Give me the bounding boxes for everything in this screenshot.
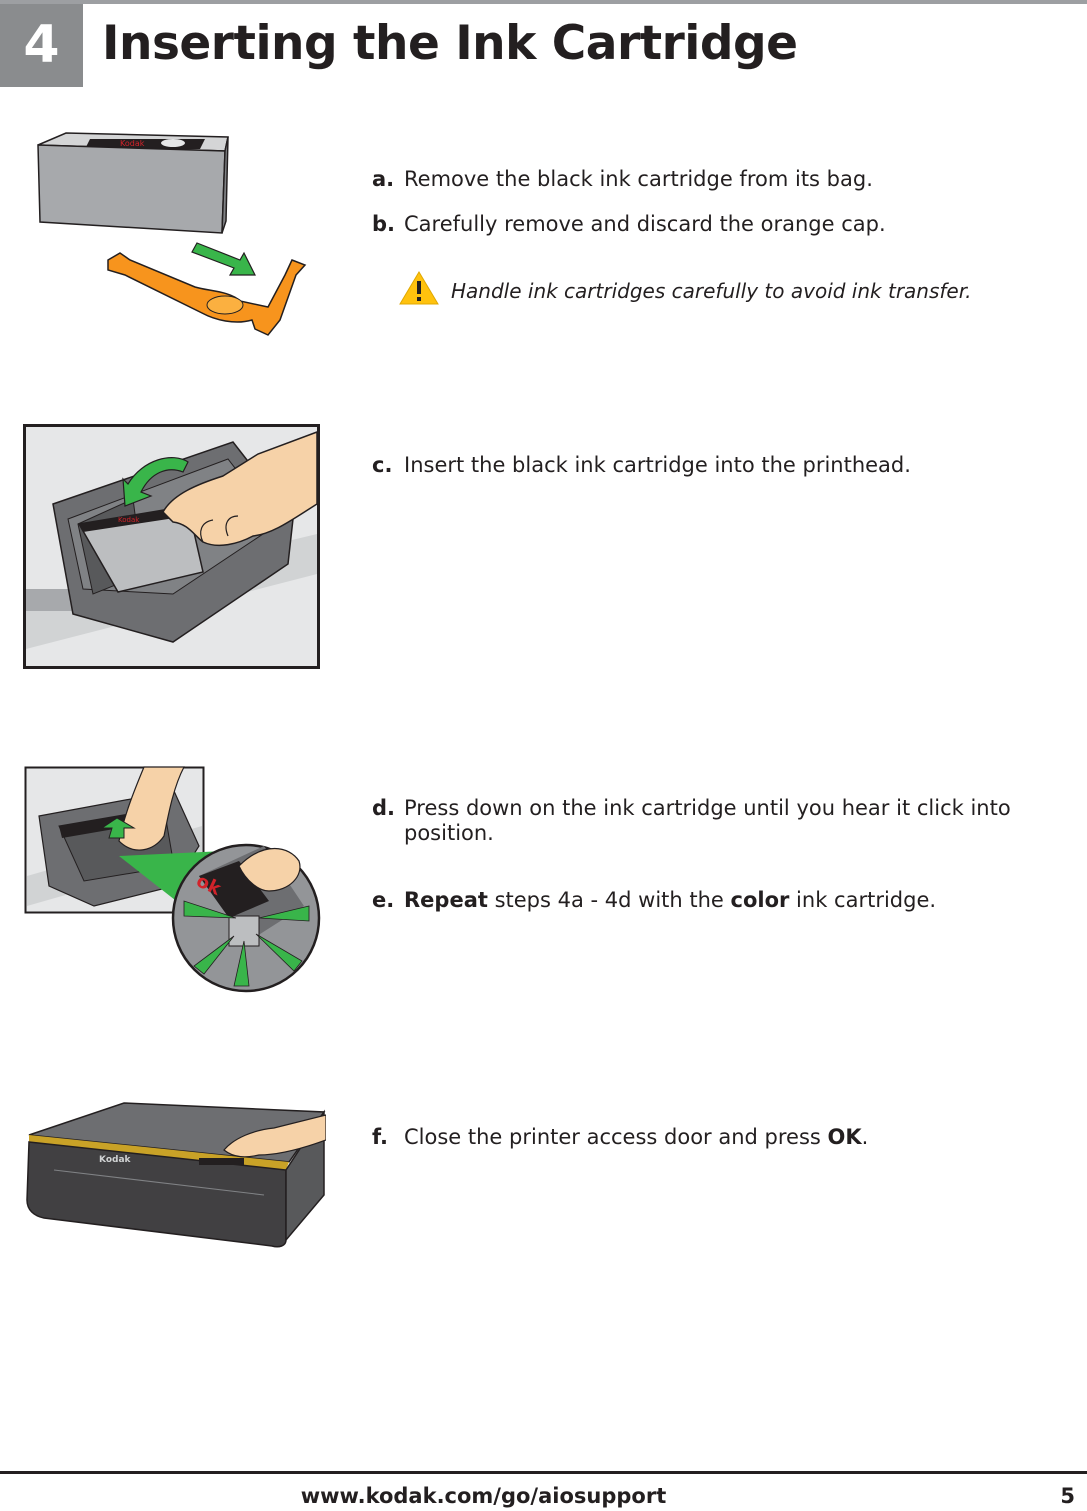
printer-brand-logo: Kodak [99, 1155, 132, 1165]
step-text: Close the printer access door and press … [404, 1125, 869, 1149]
footer-rule [0, 1471, 1087, 1474]
hand [162, 430, 318, 547]
step-letter: f. [372, 1125, 388, 1149]
step-b: b. Carefully remove and discard the oran… [372, 212, 1022, 237]
step-letter: c. [372, 453, 393, 477]
step-letter: e. [372, 888, 395, 912]
emphasis: Repeat [404, 888, 488, 912]
step-f: f. Close the printer access door and pre… [372, 1125, 1022, 1150]
step-e: e. Repeat steps 4a - 4d with the color i… [372, 888, 1022, 913]
caution-note: Handle ink cartridges carefully to avoid… [398, 270, 1018, 310]
insert-cartridge-illustration: Kodak [23, 424, 320, 669]
step-text: Insert the black ink cartridge into the … [404, 453, 911, 477]
cartridge-cap-illustration: Kodak [37, 132, 307, 336]
step-letter: d. [372, 796, 396, 820]
svg-text:Kodak: Kodak [118, 516, 140, 524]
step-letter: a. [372, 167, 395, 191]
step-text: Remove the black ink cartridge from its … [404, 167, 873, 191]
footer-url[interactable]: www.kodak.com/go/aiosupport [300, 1484, 667, 1508]
emphasis: color [730, 888, 790, 912]
curved-arrow-icon [122, 457, 189, 507]
step-c: c. Insert the black ink cartridge into t… [372, 453, 1022, 478]
green-arrow-icon [191, 242, 256, 276]
caution-text: Handle ink cartridges carefully to avoid… [451, 279, 972, 303]
orange-cap [107, 252, 307, 336]
step-a: a. Remove the black ink cartridge from i… [372, 167, 1022, 192]
step-text: Press down on the ink cartridge until yo… [404, 796, 1011, 845]
top-rule [0, 0, 1087, 4]
step-letter: b. [372, 212, 396, 236]
page-title: Inserting the Ink Cartridge [102, 16, 798, 71]
step-text: Repeat steps 4a - 4d with the color ink … [404, 888, 937, 912]
svg-text:Kodak: Kodak [120, 139, 145, 148]
step-text: Carefully remove and discard the orange … [404, 212, 886, 236]
emphasis: OK [827, 1125, 862, 1149]
warning-triangle-icon [399, 271, 439, 305]
printer-illustration: Kodak [26, 1102, 326, 1248]
press-cartridge-illustration: ok [24, 766, 321, 993]
step-d: d. Press down on the ink cartridge until… [372, 796, 1022, 846]
page-number: 5 [1060, 1484, 1075, 1508]
step-number-badge: 4 [0, 4, 83, 87]
